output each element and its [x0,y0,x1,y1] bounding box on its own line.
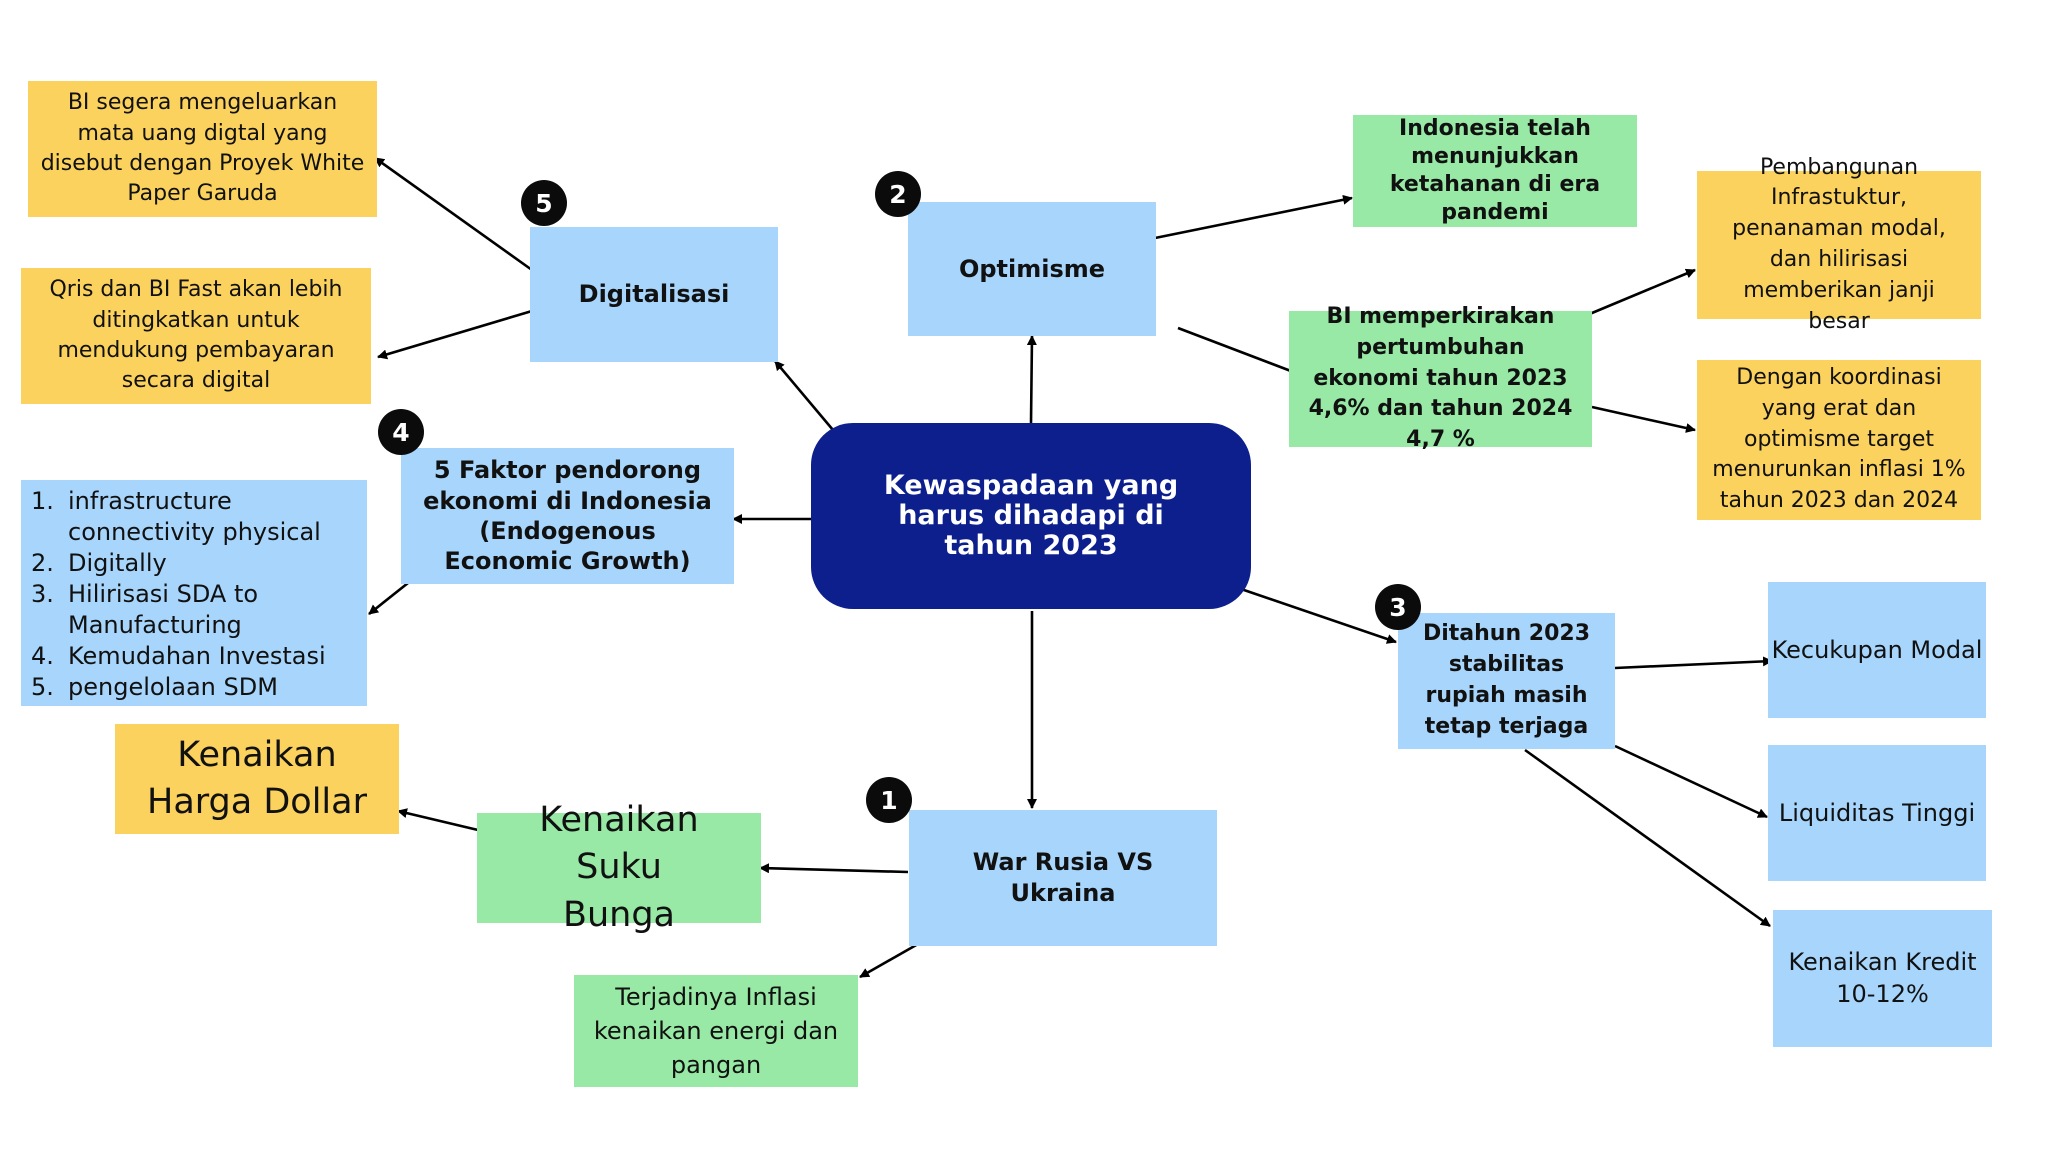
likuiditas-tinggi-node: Liquiditas Tinggi [1768,745,1986,881]
arrow-perkiraan-to-koordinasi [1591,405,1696,433]
arrow-war-to-inflasi [859,942,919,979]
pembangunan-infrastruktur-node: Pembangunan Infrastuktur, penanaman moda… [1697,155,1981,334]
badge-number: 2 [875,171,921,217]
badge-number: 3 [1375,584,1421,630]
list-item: 1.infrastructure connectivity physical [31,487,321,546]
optimisme-node: Optimisme [908,202,1156,336]
qris-bi-fast-node: Qris dan BI Fast akan lebih ditingkatkan… [21,268,371,404]
arrow-digitalisasi-to-qris [377,309,533,360]
ketahanan-pandemi-node: Indonesia telah menunjukkan ketahanan di… [1353,115,1637,227]
terjadinya-inflasi-node: Terjadinya Inflasi kenaikan energi dan p… [574,975,858,1087]
arrow-center-to-optimisme [1026,335,1037,424]
arrow-faktor-to-list [368,581,409,616]
faktor-list: 1.infrastructure connectivity physical 2… [21,480,367,706]
stabilitas-rupiah-node: Ditahun 2023 stabilitas rupiah masih tet… [1398,613,1615,749]
list-item: 5.pengelolaan SDM [31,673,278,701]
arrow-center-to-stabilitas [1240,587,1397,644]
badge-number: 4 [378,409,424,455]
central-topic: Kewaspadaan yang harus dihadapi di tahun… [811,423,1251,609]
arrow-stabilitas-to-modal [1614,656,1773,670]
badge-number: 1 [866,777,912,823]
arrow-digitalisasi-to-rupiah-digital [374,156,533,272]
rupiah-digital-node: BI segera mengeluarkan mata uang digtal … [28,81,377,217]
kenaikan-harga-dollar-node: Kenaikan Harga Dollar [115,724,399,834]
list-item: 4.Kemudahan Investasi [31,642,326,670]
perkiraan-pertumbuhan-node: BI memperkirakan pertumbuhan ekonomi tah… [1289,304,1592,452]
kecukupan-modal-node: Kecukupan Modal [1768,582,1986,718]
kenaikan-suku-bunga-node: Kenaikan Suku Bunga [477,800,761,935]
koordinasi-inflasi-node: Dengan koordinasi yang erat dan optimism… [1697,360,1981,520]
arrow-suku-bunga-to-dollar [397,808,479,832]
list-item: 3.Hilirisasi SDA to Manufacturing [31,580,259,639]
faktor-pendorong-node: 5 Faktor pendorong ekonomi di Indonesia … [401,448,734,584]
arrow-optimisme-to-ketahanan [1154,194,1353,240]
arrow-optimisme-to-perkiraan [1177,326,1305,378]
badge-number: 5 [521,180,567,226]
digitalisasi-node: Digitalisasi [530,227,778,362]
war-rusia-ukraina-node: War Rusia VS Ukraina [909,810,1217,946]
arrow-war-to-suku-bunga [759,863,909,874]
arrow-center-to-digitalisasi [774,360,834,431]
kenaikan-kredit-node: Kenaikan Kredit 10-12% [1773,910,1992,1047]
arrow-stabilitas-to-kredit [1524,748,1771,928]
arrow-perkiraan-to-infrastruktur [1579,268,1696,320]
arrow-stabilitas-to-likuiditas [1614,744,1768,819]
list-item: 2.Digitally [31,549,167,577]
